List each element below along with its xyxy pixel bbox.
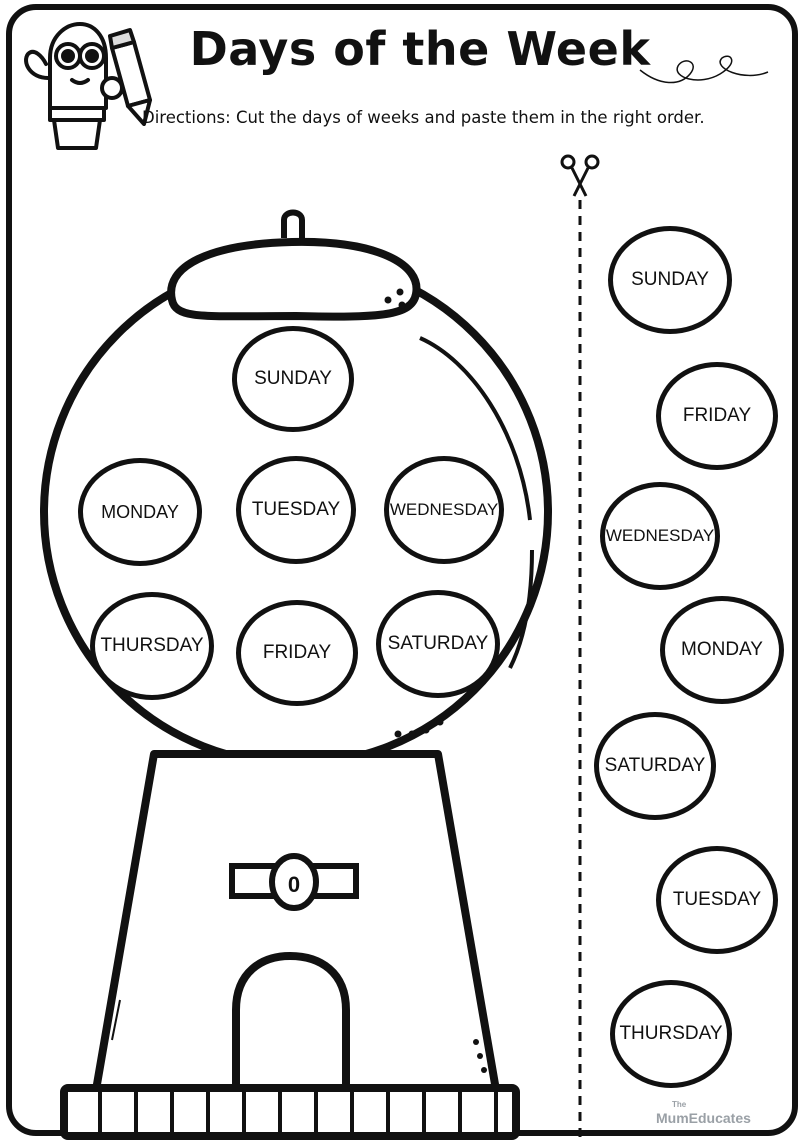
coin-slot [229, 853, 359, 911]
brand-prefix: The [672, 1100, 687, 1109]
directions-text: Directions: Cut the days of weeks and pa… [142, 108, 705, 127]
machine-slot-thursday[interactable]: THURSDAY [90, 592, 214, 700]
cutout-day-thursday[interactable]: THURSDAY [610, 980, 732, 1088]
machine-slot-wednesday[interactable]: WEDNESDAY [384, 456, 504, 564]
machine-slot-monday[interactable]: MONDAY [78, 458, 202, 566]
page-title: Days of the Week [189, 22, 651, 76]
cutout-day-saturday[interactable]: SATURDAY [594, 712, 716, 820]
machine-slot-tuesday[interactable]: TUESDAY [236, 456, 356, 564]
cutout-day-friday[interactable]: FRIDAY [656, 362, 778, 470]
cutout-day-monday[interactable]: MONDAY [660, 596, 784, 704]
cutout-day-wednesday[interactable]: WEDNESDAY [600, 482, 720, 590]
brand-logo: MumEducates [656, 1110, 751, 1126]
scissors-icon [560, 154, 600, 197]
decor-dots [384, 288, 487, 1073]
foot-stripes [98, 1092, 498, 1132]
machine-slot-sunday[interactable]: SUNDAY [232, 326, 354, 432]
cutout-day-tuesday[interactable]: TUESDAY [656, 846, 778, 954]
swirl-decoration [639, 55, 769, 84]
cactus-pencil-mascot-icon [24, 22, 152, 150]
machine-slot-friday[interactable]: FRIDAY [236, 600, 358, 706]
machine-slot-saturday[interactable]: SATURDAY [376, 590, 500, 698]
cutout-day-sunday[interactable]: SUNDAY [608, 226, 732, 334]
coin-slot-label: 0 [288, 872, 300, 897]
